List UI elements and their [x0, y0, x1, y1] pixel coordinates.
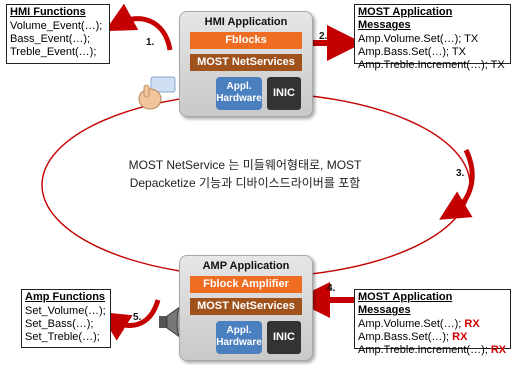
arrow-step-1 — [104, 3, 173, 51]
hand-touch-icon — [138, 76, 176, 110]
amp-function-line: Set_Volume(…); — [25, 305, 106, 317]
amp-inic-chip: INIC — [267, 321, 301, 354]
amp-function-line: Set_Treble(…); — [25, 331, 100, 343]
rx-tag: RX — [464, 318, 480, 330]
step-label-1: 1. — [146, 37, 155, 48]
most-messages-tx-box: MOST Application Messages Amp.Volume.Set… — [354, 4, 511, 71]
amp-fblock-bar: Fblock Amplifier — [190, 276, 302, 293]
hmi-function-line: Volume_Event(…); — [10, 20, 103, 32]
hmi-functions-title: HMI Functions — [10, 6, 86, 18]
center-description-line-1: MOST NetService 는 미들웨어형태로, MOST — [128, 158, 362, 172]
rx-message-line: Amp.Volume.Set(…); RX — [358, 318, 507, 331]
center-description: MOST NetService 는 미들웨어형태로, MOST Depacket… — [95, 156, 395, 192]
hmi-netservices-bar: MOST NetServices — [190, 54, 302, 71]
arrow-step-3 — [439, 148, 475, 220]
amp-hardware-label-2: Hardware — [216, 337, 262, 348]
hmi-hardware-label-1: Appl. — [226, 81, 252, 92]
step-label-3: 3. — [456, 168, 465, 179]
amp-application-block: AMP Application Fblock Amplifier MOST Ne… — [179, 255, 313, 361]
most-messages-rx-title: MOST Application Messages — [358, 291, 453, 316]
hmi-appl-hardware: Appl. Hardware — [216, 77, 262, 110]
amp-functions-box: Amp Functions Set_Volume(…); Set_Bass(…)… — [21, 289, 111, 348]
most-messages-tx-title: MOST Application Messages — [358, 6, 453, 31]
step-label-5: 5. — [133, 312, 142, 323]
most-messages-rx-box: MOST Application Messages Amp.Volume.Set… — [354, 289, 511, 356]
arrow-step-5 — [99, 299, 161, 341]
amp-function-line: Set_Bass(…); — [25, 318, 94, 330]
step-label-4: 4. — [327, 283, 336, 294]
hmi-function-line: Bass_Event(…); — [10, 33, 91, 45]
tx-message-line: Amp.Treble.Increment(…); TX — [358, 59, 505, 71]
amp-netservices-bar: MOST NetServices — [190, 298, 302, 315]
amp-application-title: AMP Application — [202, 260, 290, 272]
rx-message-line: Amp.Treble.Increment(…); RX — [358, 344, 507, 357]
hmi-functions-box: HMI Functions Volume_Event(…); Bass_Even… — [6, 4, 110, 64]
hmi-application-block: HMI Application Fblocks MOST NetServices… — [179, 11, 313, 117]
hmi-hardware-label-2: Hardware — [216, 93, 262, 104]
tx-message-line: Amp.Bass.Set(…); TX — [358, 46, 466, 58]
rx-message-text: Amp.Bass.Set(…); — [358, 331, 453, 343]
amp-functions-title: Amp Functions — [25, 291, 106, 303]
amp-hardware-label-1: Appl. — [226, 325, 252, 336]
hmi-fblocks-bar: Fblocks — [190, 32, 302, 49]
amp-appl-hardware: Appl. Hardware — [216, 321, 262, 354]
hmi-application-title: HMI Application — [204, 16, 288, 28]
tx-message-line: Amp.Volume.Set(…); TX — [358, 33, 479, 45]
rx-message-text: Amp.Treble.Increment(…); — [358, 344, 491, 356]
rx-tag: RX — [452, 331, 468, 343]
rx-message-line: Amp.Bass.Set(…); RX — [358, 331, 507, 344]
rx-message-text: Amp.Volume.Set(…); — [358, 318, 465, 330]
hmi-inic-chip: INIC — [267, 77, 301, 110]
hmi-function-line: Treble_Event(…); — [10, 46, 97, 58]
center-description-line-2: Depacketize 기능과 디바이스드라이버를 포함 — [129, 176, 361, 190]
rx-tag: RX — [490, 344, 507, 356]
step-label-2: 2. — [319, 31, 328, 42]
